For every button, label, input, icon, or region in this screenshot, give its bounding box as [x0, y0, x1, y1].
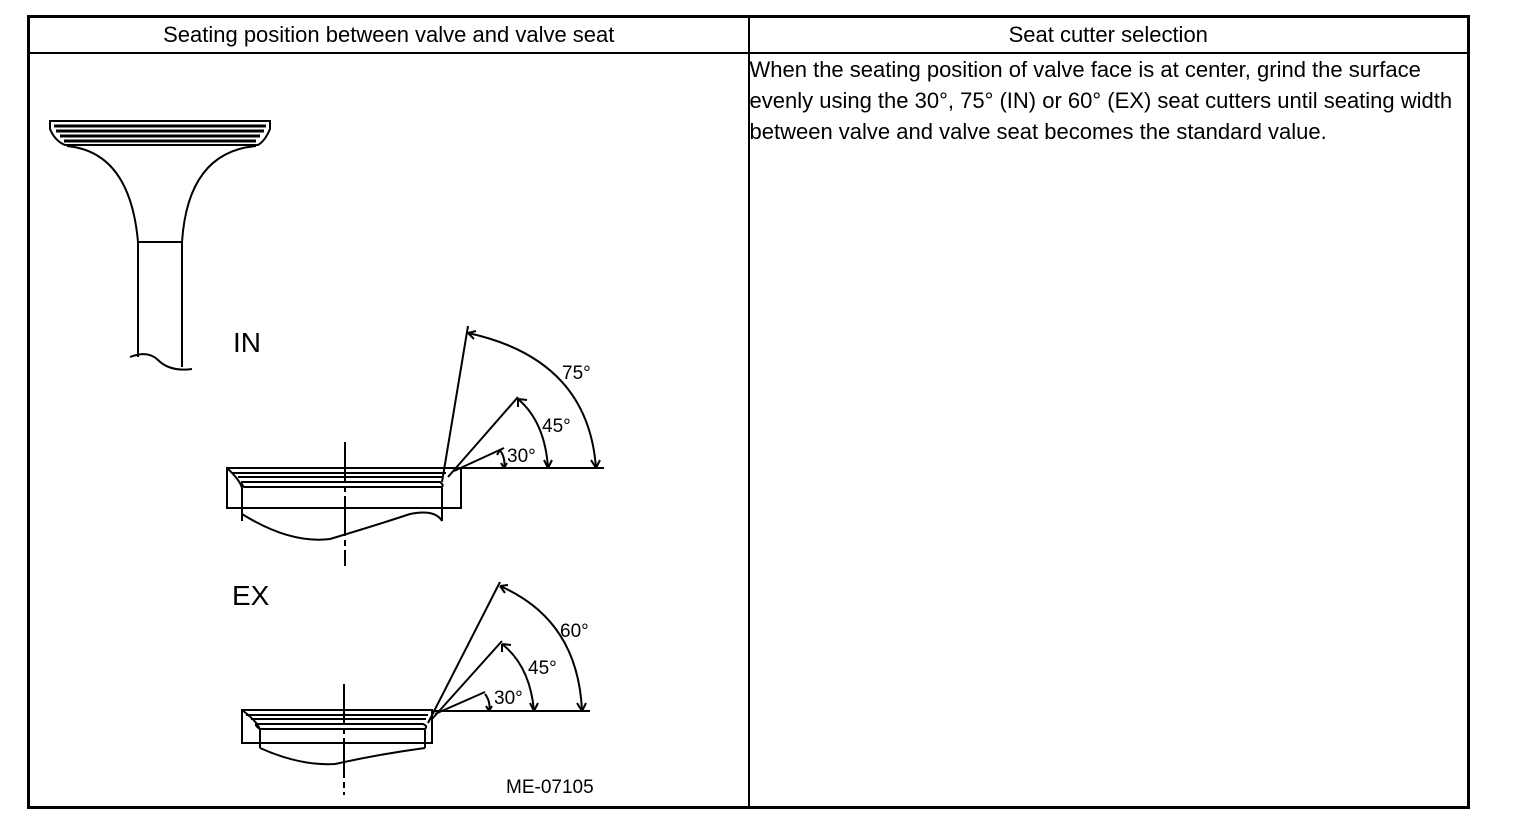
col-header-seat-cutter: Seat cutter selection — [747, 15, 1470, 54]
seat-cutter-description: When the seating position of valve face … — [749, 57, 1453, 144]
ex-angle-45-label: 45° — [528, 658, 557, 679]
in-angle-75-label: 75° — [562, 363, 591, 384]
valve-seat-diagram: IN 75° 45° 30° EX 60° 45° 30° ME-07105 — [49, 120, 604, 798]
ex-label: EX — [232, 580, 270, 611]
in-label: IN — [233, 327, 261, 358]
ex-seat-illustration — [241, 581, 590, 795]
in-seat-illustration — [226, 325, 604, 566]
valve-illustration — [49, 120, 271, 371]
description-cell: When the seating position of valve face … — [747, 52, 1470, 809]
spec-table: Seating position between valve and valve… — [27, 15, 1470, 809]
figure-id: ME-07105 — [506, 777, 594, 798]
in-angle-45-label: 45° — [542, 416, 571, 437]
in-angle-30-label: 30° — [507, 446, 536, 467]
figure-cell: IN 75° 45° 30° EX 60° 45° 30° ME-07105 — [27, 52, 750, 809]
col-header-seating-position: Seating position between valve and valve… — [27, 15, 750, 54]
ex-angle-30-label: 30° — [494, 688, 523, 709]
ex-angle-60-label: 60° — [560, 621, 589, 642]
